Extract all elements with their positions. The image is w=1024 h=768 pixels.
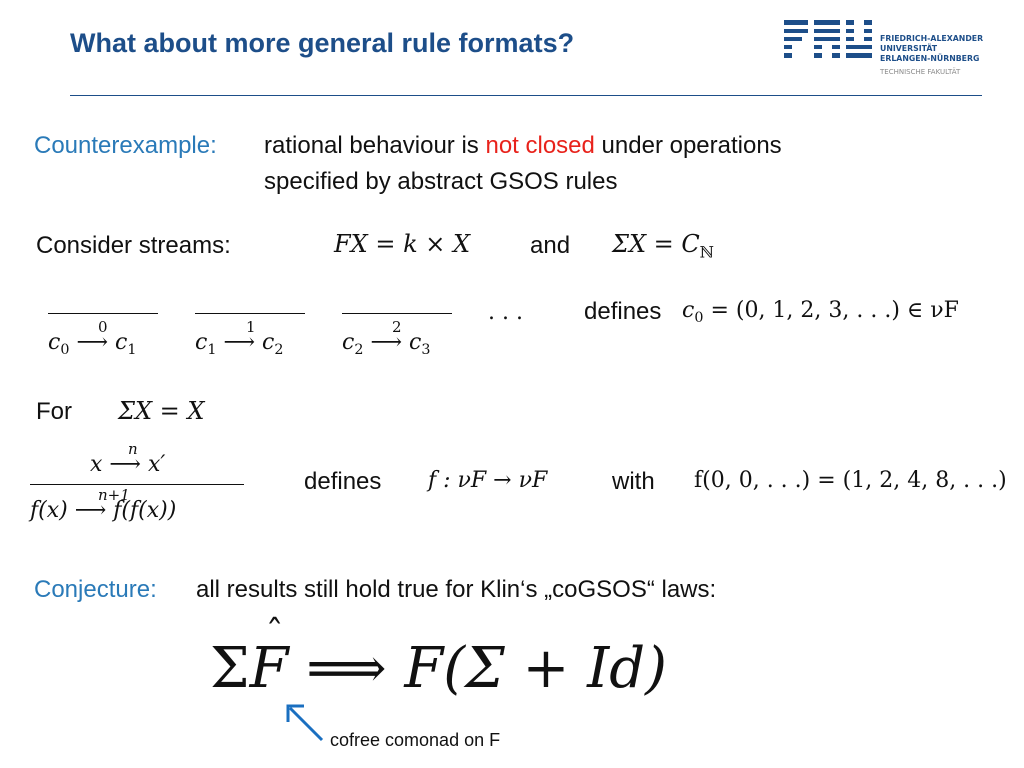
conclusion: f(x) ⟶ f(f(x)) [30,498,177,523]
rule-1-label: 1 [246,318,256,336]
conjecture-text: all results still hold true for Klin‘s „… [196,576,717,603]
fau-logo-mark-icon [784,20,872,58]
for-defines: defines [304,468,382,495]
slide-title: What about more general rule formats? [70,28,575,58]
conjecture-label: Conjecture: [34,576,157,603]
rule-line-0 [48,313,158,314]
for-with: with [612,468,655,495]
title-divider [70,95,982,96]
counterexample-label: Counterexample: [34,132,217,159]
f-value: f(0, 0, . . .) = (1, 2, 4, 8, . . .) [694,468,1007,493]
for-label: For [36,398,72,425]
not-closed-highlight: not closed [485,132,595,159]
pointer-arrow-icon [286,704,324,742]
rule-2-label: 2 [392,318,402,336]
rule-line-2 [342,313,452,314]
counterexample-line1: rational behaviour is not closed under o… [264,132,782,159]
rule-1: c1 ⟶ c2 [195,330,284,358]
rule-2: c2 ⟶ c3 [342,330,431,358]
cofree-annotation: cofree comonad on F [330,730,501,750]
faculty-name: TECHNISCHE FAKULTÄT [880,68,961,76]
f-signature: f : νF → νF [428,468,548,493]
formula-sigma-identity: ΣX = X [118,397,205,425]
for-rule-line [30,484,244,485]
premise-label: n [128,440,138,458]
rule-line-1 [195,313,305,314]
stream-c0-result: c0 = (0, 1, 2, 3, . . .) ∈ νF [682,298,959,326]
counterexample-line2: specified by abstract GSOS rules [264,168,618,195]
formula-sigma-streams: ΣX = Cℕ [612,230,715,262]
university-name: FRIEDRICH-ALEXANDER UNIVERSITÄT ERLANGEN… [880,34,984,63]
formula-F: FX = k × X [334,230,471,258]
conclusion-label: n+1 [98,486,130,504]
streams-label: Consider streams: [36,232,231,259]
rule-0-label: 0 [98,318,108,336]
rules-dots: . . . [488,300,523,325]
premise: x ⟶ x′ [90,452,166,477]
rule-0: c0 ⟶ c1 [48,330,137,358]
fau-logo: FRIEDRICH-ALEXANDER UNIVERSITÄT ERLANGEN… [784,20,984,80]
streams-and: and [530,232,571,259]
rules-defines: defines [584,298,662,325]
